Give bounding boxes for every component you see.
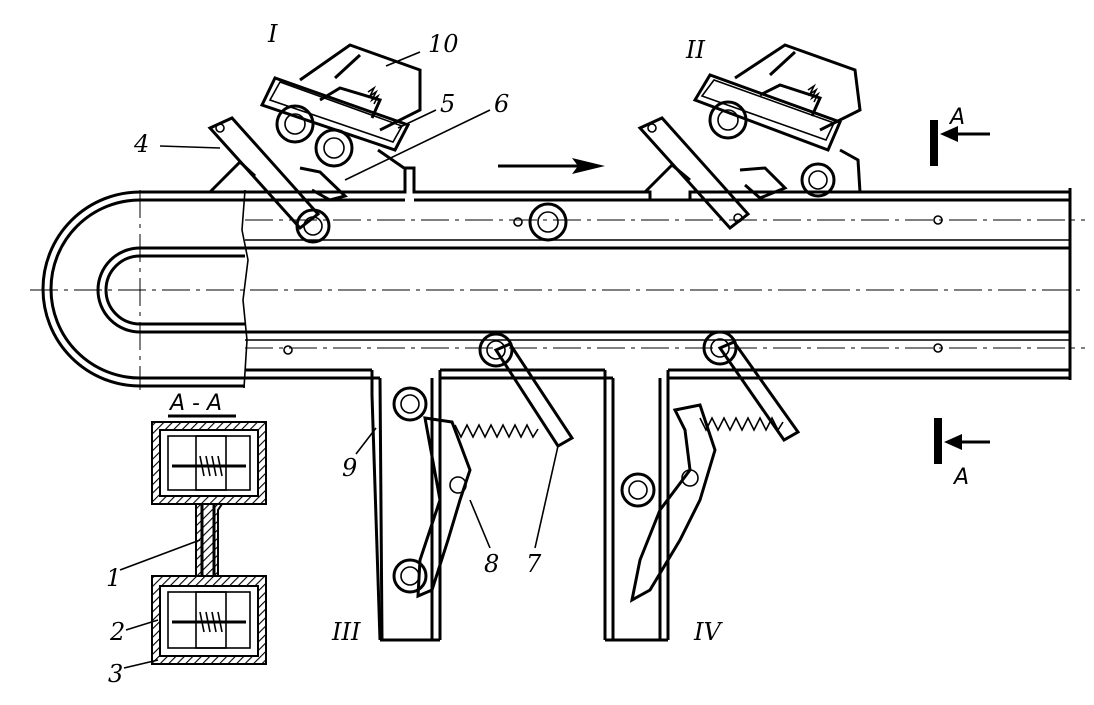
cut-label-bottom: A <box>952 465 969 490</box>
roller <box>528 202 568 242</box>
branch-III <box>370 370 442 642</box>
cut-label-top: A <box>948 105 965 130</box>
switch-III <box>416 342 575 599</box>
label-part-4: 4 <box>133 130 149 158</box>
label-part-1: 1 <box>106 564 121 592</box>
position-labels: I II III IV <box>267 20 723 646</box>
section-title: A - A <box>168 391 222 416</box>
direction-arrow <box>498 158 605 174</box>
label-part-10: 10 <box>428 30 459 58</box>
roller <box>620 472 656 508</box>
label-part-3: 3 <box>108 660 123 688</box>
roller <box>392 386 428 422</box>
position-label-IV: IV <box>693 618 723 646</box>
roller <box>314 128 354 168</box>
label-part-9: 9 <box>342 454 357 482</box>
switch-IV <box>629 340 801 603</box>
position-label-III: III <box>331 618 361 646</box>
position-label-I: I <box>267 20 278 48</box>
roller <box>800 162 836 198</box>
main-rail <box>41 166 1072 389</box>
label-part-5: 5 <box>440 90 455 118</box>
cut-marker-top: A <box>930 105 990 166</box>
roller <box>478 332 514 368</box>
roller <box>702 330 738 366</box>
label-part-7: 7 <box>526 550 542 578</box>
position-label-II: II <box>685 36 705 64</box>
axis-lines <box>30 190 1085 390</box>
label-part-8: 8 <box>484 550 499 578</box>
carriage-I <box>207 43 422 231</box>
part-labels: 4 10 5 6 9 8 7 1 2 3 <box>106 30 542 688</box>
label-part-2: 2 <box>109 618 125 646</box>
roller <box>275 104 315 144</box>
rollers <box>275 100 836 594</box>
cut-marker-bottom: A <box>934 418 990 490</box>
carriage-II <box>637 43 862 231</box>
leader-lines <box>119 51 559 669</box>
section-A-A: A - A <box>151 391 267 665</box>
pivot-marks <box>283 213 943 355</box>
label-part-6: 6 <box>494 90 509 118</box>
